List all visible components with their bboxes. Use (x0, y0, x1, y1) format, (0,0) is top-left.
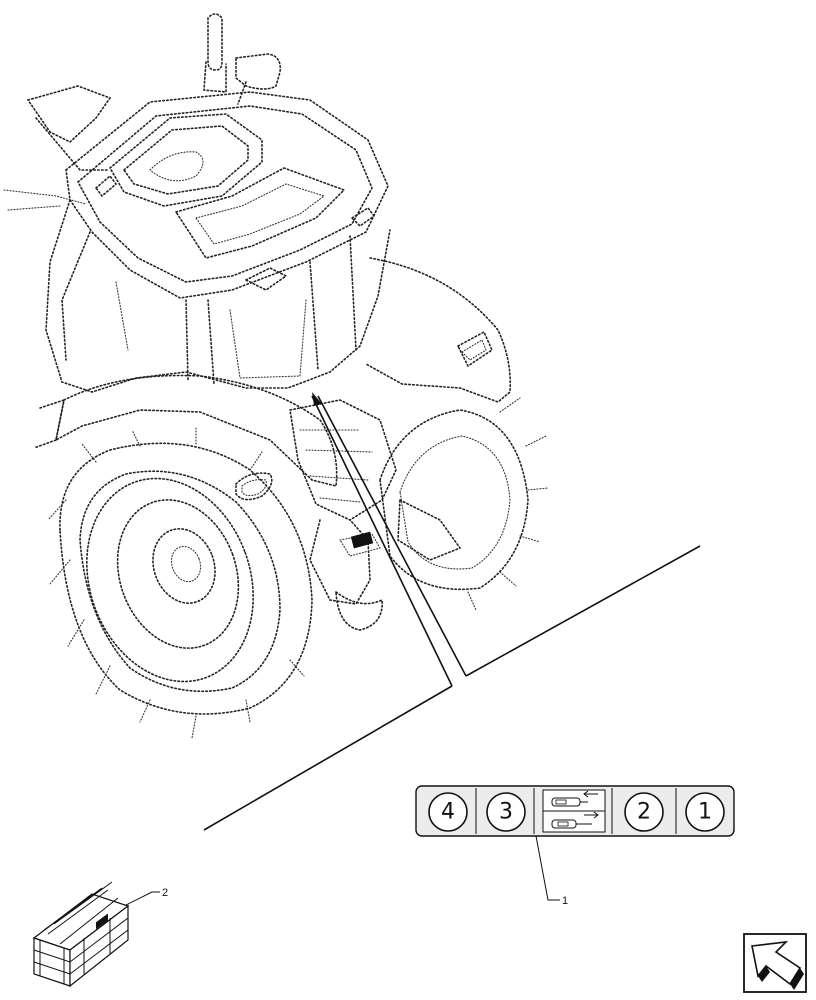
next-page-arrow-icon[interactable] (743, 933, 807, 993)
decal-button-4-label: 4 (441, 800, 455, 825)
cylinder-retract-icon (551, 790, 598, 807)
button-decal: 4 3 (415, 785, 735, 837)
leader-lines (123, 392, 701, 907)
decal-button-4: 4 (428, 792, 468, 832)
decal-button-3: 3 (486, 792, 526, 832)
crate-icon (32, 881, 130, 988)
decal-button-1-label: 1 (698, 800, 712, 825)
decal-button-2-label: 2 (637, 800, 651, 825)
tractor-illustration (3, 13, 549, 739)
callout-2-label: 2 (162, 887, 168, 899)
cylinder-extend-icon (551, 811, 599, 829)
decal-button-1: 1 (685, 792, 725, 832)
callout-1-label: 1 (562, 895, 568, 907)
cylinder-panel (542, 789, 606, 833)
decal-button-3-label: 3 (499, 800, 513, 825)
decal-button-2: 2 (624, 792, 664, 832)
